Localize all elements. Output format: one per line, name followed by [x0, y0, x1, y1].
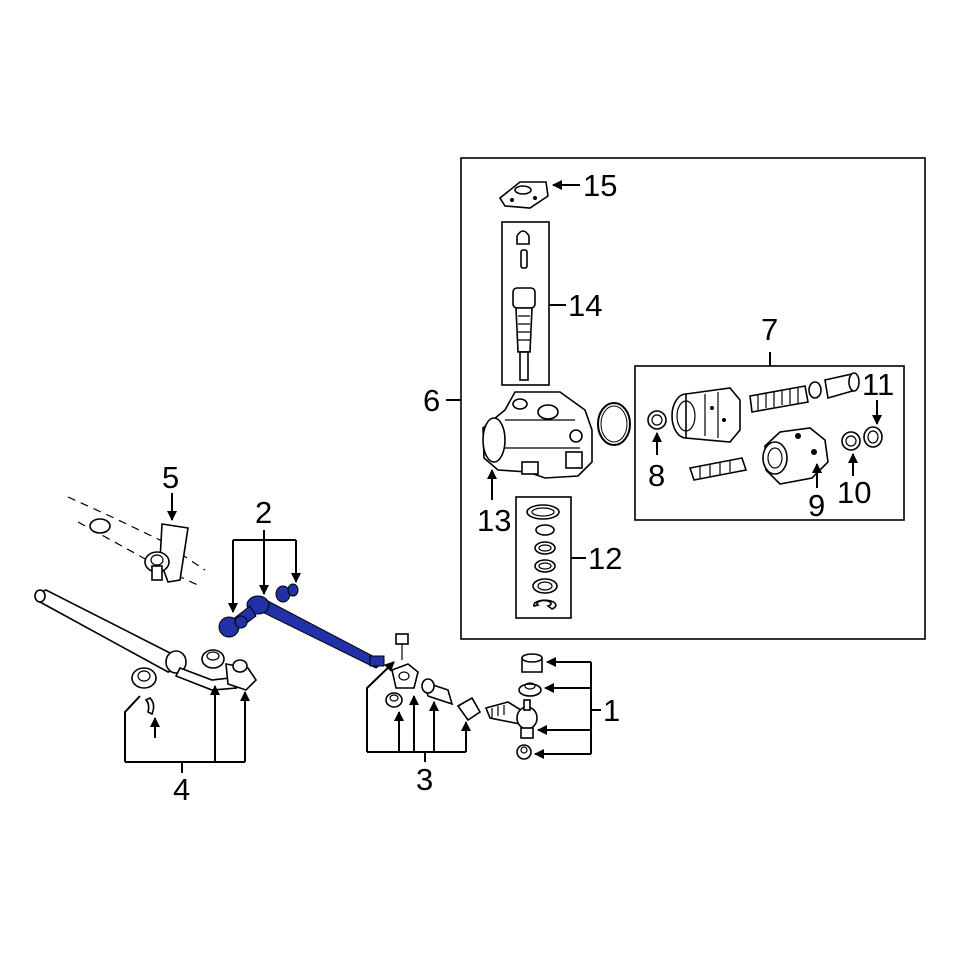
part-1-tie-rod-end[interactable] — [484, 699, 538, 739]
part-14-shaft[interactable] — [512, 230, 536, 381]
callout-14: 14 — [568, 288, 602, 323]
callout-1-bracket — [534, 657, 601, 759]
part-10-nut[interactable] — [841, 431, 861, 451]
callout-15: 15 — [583, 168, 617, 203]
part-7-spool[interactable] — [749, 372, 860, 413]
callout-6: 6 — [423, 383, 440, 418]
part-12-seals[interactable] — [526, 504, 560, 610]
callout-4-bracket — [124, 685, 250, 773]
callout-3: 3 — [416, 762, 433, 797]
part-8-plug[interactable] — [647, 410, 667, 430]
callout-8: 8 — [648, 458, 665, 493]
part-5-pitman-arm[interactable] — [144, 523, 189, 583]
housing-o-ring[interactable] — [597, 402, 631, 446]
callout-1: 1 — [603, 693, 620, 728]
part-1-hardware[interactable] — [516, 653, 543, 760]
part-14-box — [501, 221, 550, 386]
callout-10: 10 — [837, 475, 871, 510]
callout-12: 12 — [588, 541, 622, 576]
callout-11: 11 — [862, 367, 894, 402]
callout-2-bracket — [228, 530, 301, 613]
gear-kit-box — [460, 157, 926, 640]
part-13-housing[interactable] — [482, 391, 593, 479]
callout-7: 7 — [761, 312, 778, 347]
callout-13: 13 — [477, 503, 511, 538]
callout-5: 5 — [162, 460, 179, 495]
callout-3-bracket — [366, 661, 471, 762]
part-3-clamp-set[interactable] — [385, 633, 482, 722]
part-15-cover[interactable] — [498, 181, 549, 209]
part-2-tie-rod[interactable] — [218, 583, 385, 669]
part-4-center-link[interactable] — [34, 589, 238, 691]
callout-4: 4 — [173, 772, 190, 807]
callout-2: 2 — [255, 495, 272, 530]
part-11-cap[interactable] — [863, 426, 883, 448]
callout-9: 9 — [808, 488, 825, 523]
part-7-valve-body[interactable] — [671, 387, 741, 443]
part-4-ball-joints[interactable] — [131, 649, 258, 716]
